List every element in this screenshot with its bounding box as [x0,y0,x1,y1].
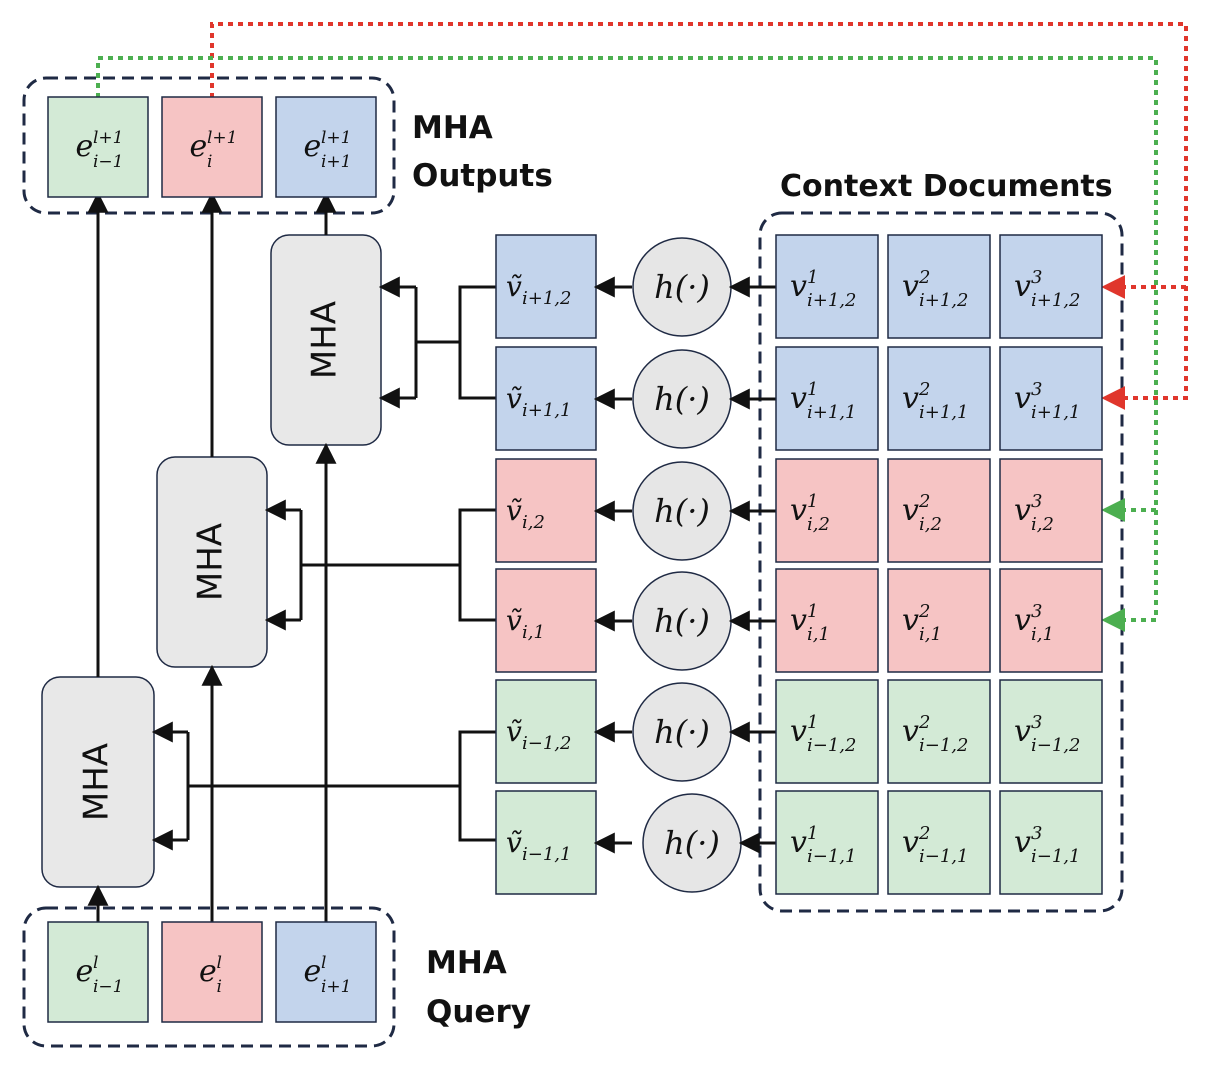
v-tilde-label: ṽi−1,2 [506,715,571,754]
v-tilde-label: ṽi,1 [506,604,545,643]
v-tilde-label: ṽi+1,1 [506,382,571,421]
h-function-node: h(·) [632,237,732,337]
h-function-label: h(·) [664,824,720,862]
h-function-node: h(·) [632,461,732,561]
mha-block-bottom: MHA [41,676,155,888]
h-function-label: h(·) [654,380,710,418]
h-function-node: h(·) [632,349,732,449]
mha-outputs-label-line1: MHA [412,110,493,146]
mha-label-bottom: MHA [77,743,117,821]
v-tilde-label: ṽi−1,1 [506,826,571,865]
mha-block-middle: MHA [156,456,268,668]
v-tilde-token: ṽi−1,2 [495,679,597,784]
v-tilde-label: ṽi+1,2 [506,270,571,309]
connectors [87,191,496,922]
v-tilde-token: ṽi+1,1 [495,346,597,451]
v-tilde-label: ṽi,2 [506,494,545,533]
mha-label-top: MHA [305,301,345,379]
mha-query-label-line2: Query [426,994,531,1030]
v-tilde-token: ṽi−1,1 [495,790,597,895]
mha-block-top: MHA [270,234,382,446]
context-documents-label: Context Documents [780,169,1113,204]
v-tilde-token: ṽi,1 [495,568,597,673]
mha-outputs-group [22,76,396,215]
h-function-label: h(·) [654,713,710,751]
mha-query-group [22,906,396,1048]
h-function-node: h(·) [642,793,742,893]
h-function-node: h(·) [632,682,732,782]
v-tilde-token: ṽi+1,2 [495,234,597,339]
h-function-label: h(·) [654,492,710,530]
green-feedback-arrows [96,56,1158,632]
mha-outputs-label-line2: Outputs [412,158,553,194]
v-tilde-token: ṽi,2 [495,458,597,563]
context-documents-group [758,211,1124,913]
h-function-label: h(·) [654,268,710,306]
red-feedback-arrows [210,22,1188,410]
h-function-label: h(·) [654,602,710,640]
mha-label-middle: MHA [191,523,231,601]
h-function-node: h(·) [632,571,732,671]
mha-query-label-line1: MHA [426,945,507,981]
